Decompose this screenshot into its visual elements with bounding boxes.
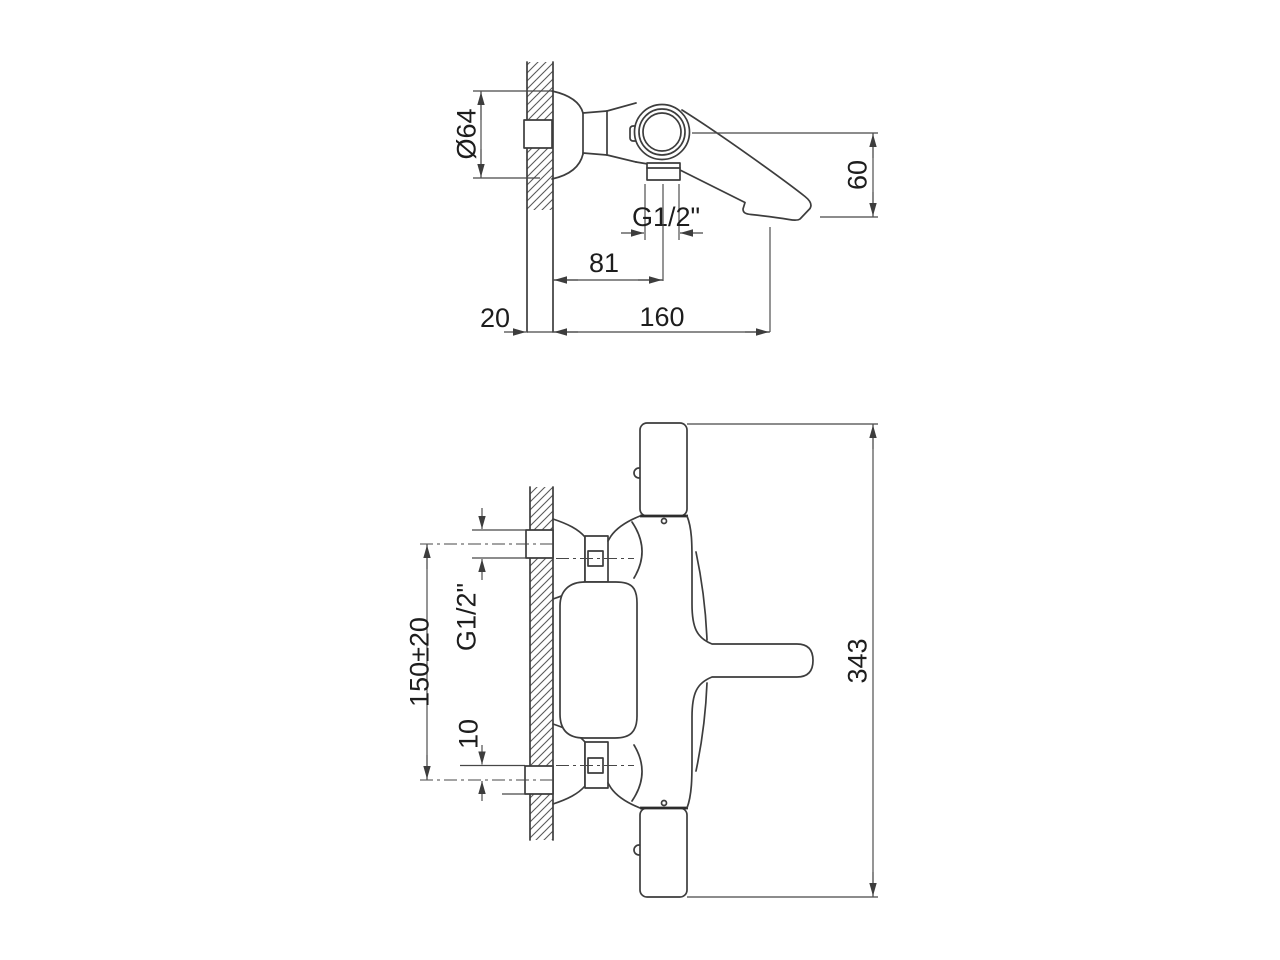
dim-spout-height: 60 (692, 132, 878, 218)
wall-flange-bottom (552, 723, 609, 805)
dim-flange-diameter: Ø64 (451, 90, 552, 179)
dim-total-height: 343 (687, 423, 878, 898)
screw-top (660, 517, 668, 525)
side-view: Ø64 60 G1/2" 81 (451, 61, 878, 336)
dim-wall-and-reach: 20 160 (480, 227, 771, 336)
dim-inlet-thread: G1/2" (451, 508, 486, 651)
blend-arc-top-left (631, 521, 643, 579)
dim-outlet-from-wall: 81 (553, 184, 664, 284)
handle-bottom (639, 807, 688, 898)
in-wall-fitting (523, 119, 553, 149)
dim-label-total-height: 343 (842, 638, 872, 683)
dim-label-spout-height: 60 (842, 160, 872, 190)
dim-label-inlet-centers: 150±20 (404, 617, 434, 707)
valve-body (629, 103, 691, 161)
dim-label-inlet-thread: G1/2" (451, 583, 481, 651)
dim-label-spout-reach: 160 (639, 302, 684, 332)
body-left-top-curve (607, 515, 641, 542)
wall-hatch-front (530, 487, 553, 840)
handle-top (639, 422, 688, 517)
dim-inlet-centers: 150±20 (404, 544, 434, 780)
blend-arc-bottom-right (695, 682, 708, 772)
dim-label-eccentric-offset: 10 (453, 719, 483, 749)
dim-label-outlet-from-wall: 81 (589, 248, 619, 278)
dim-hose-thread: G1/2" (621, 184, 703, 240)
body-left-bottom-curve (607, 782, 641, 809)
blend-arc-bottom-left (631, 744, 643, 802)
spout (679, 109, 812, 222)
dim-label-wall-offset: 20 (480, 303, 510, 333)
hose-connector (646, 162, 681, 181)
mixer-body (559, 581, 638, 739)
dim-eccentric-offset: 10 (453, 719, 486, 801)
dim-label-flange-diameter: Ø64 (451, 108, 481, 159)
screw-bottom (660, 799, 668, 807)
body-right-edge-and-spout (686, 515, 814, 809)
blend-arc-top-right (695, 551, 708, 641)
wall-flange (551, 90, 649, 180)
dim-label-hose-thread: G1/2" (632, 202, 700, 232)
front-view: 150±20 G1/2" 10 343 (404, 422, 878, 898)
